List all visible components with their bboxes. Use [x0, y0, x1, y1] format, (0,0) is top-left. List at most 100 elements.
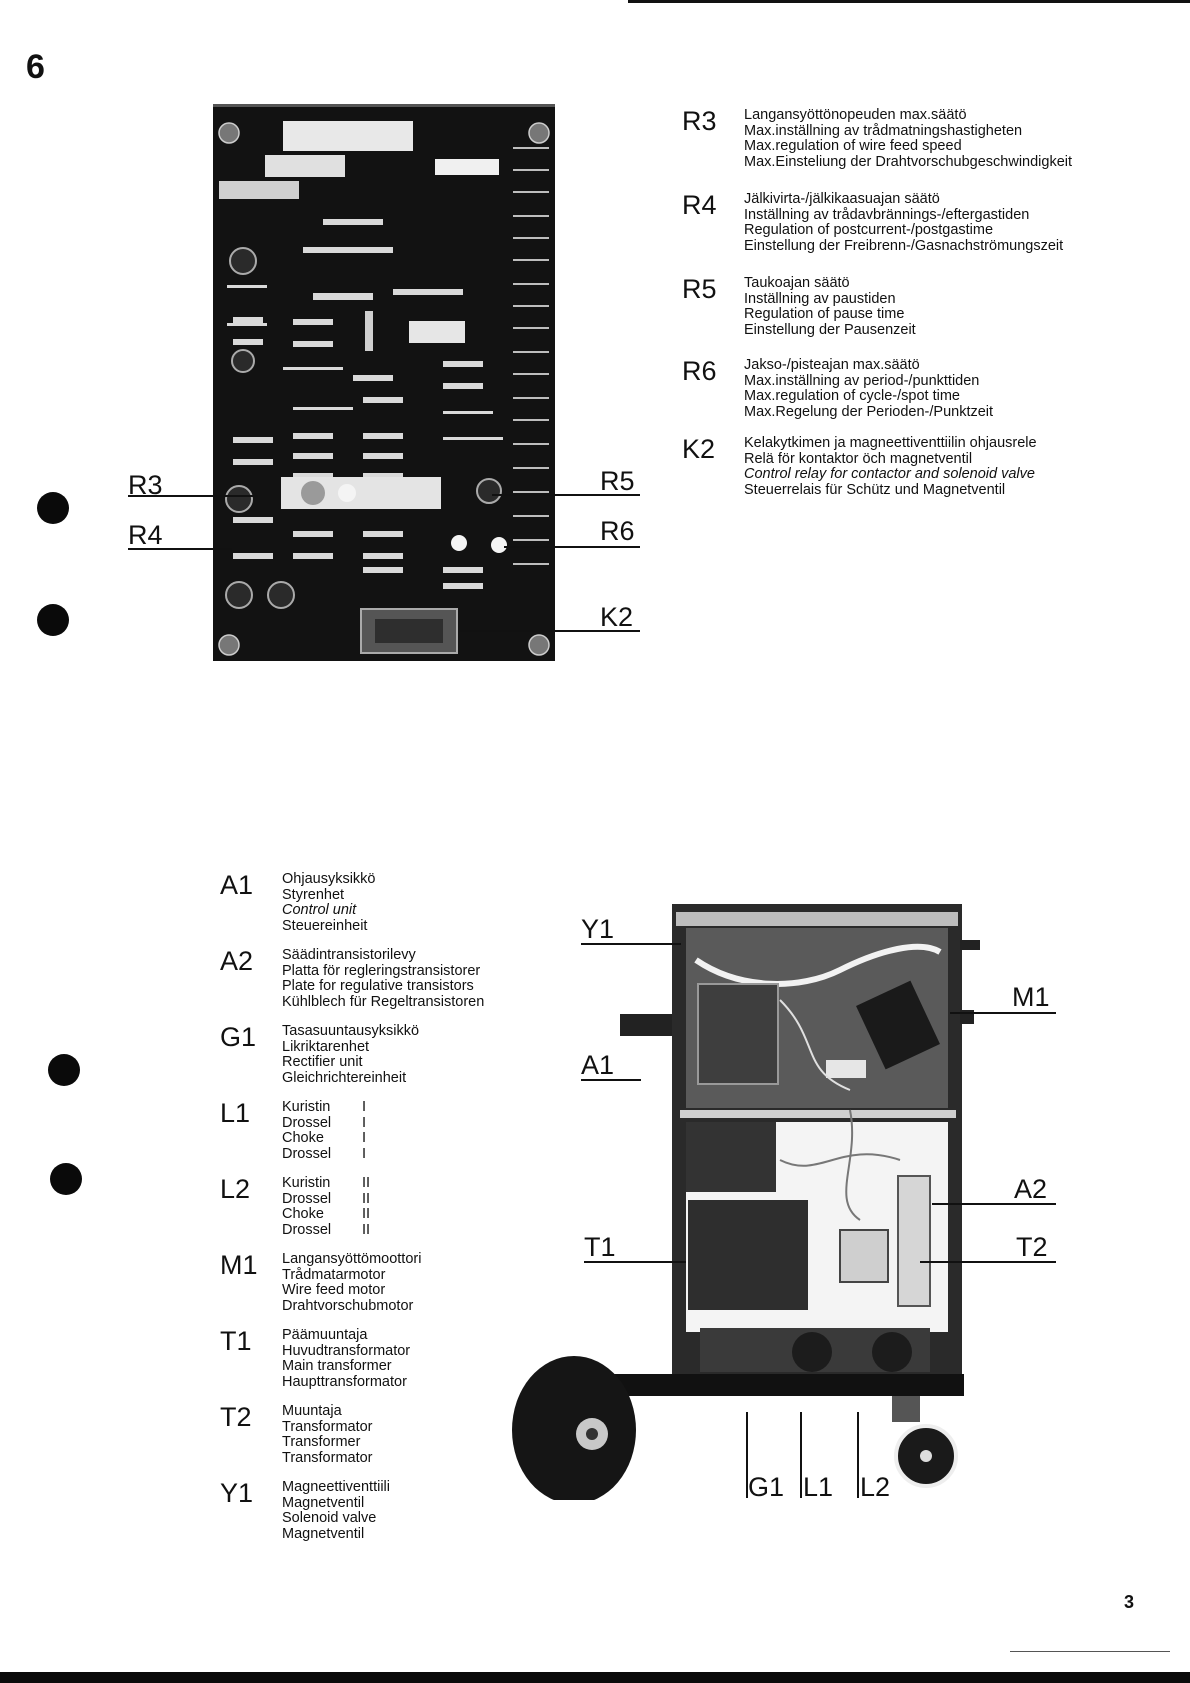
- legend-text-fi: Langansyöttönopeuden max.säätö: [744, 107, 967, 123]
- legend-text-fi: Ohjausyksikkö: [282, 871, 376, 887]
- legend-code: R4: [682, 190, 717, 220]
- legend-entry-r5: R5 Taukoajan säätö Inställning av pausti…: [682, 274, 1072, 358]
- legend-text-en: Max.regulation of cycle-/spot time: [744, 388, 960, 405]
- legend-text-fi: Taukoajan säätö: [744, 275, 850, 291]
- legend-text-en: Choke: [282, 1130, 324, 1147]
- legend-text-sv: Trådmatarmotor: [282, 1266, 386, 1283]
- legend-text-fi: Kuristin: [282, 1099, 331, 1115]
- legend-text-sv: Styrenhet: [282, 886, 345, 903]
- legend-text-fi: Jälkivirta-/jälkikaasuajan säätö: [744, 191, 940, 207]
- legend-entry-m1: M1 Langansyöttömoottori Trådmatarmotor W…: [220, 1250, 484, 1328]
- legend-text-sv: Magnetventil: [282, 1494, 365, 1511]
- legend-entry-l1: L1 Kuristin Drossel Choke Drossel I I I …: [220, 1099, 484, 1176]
- legend-text-fi: Langansyöttömoottori: [282, 1251, 422, 1267]
- legend-text-sv: Max.inställning av period-/punkttiden: [744, 372, 980, 389]
- legend-numeral: I: [362, 1145, 367, 1162]
- callout-r3: R3: [128, 470, 163, 500]
- legend-text-sv: Drossel: [282, 1114, 332, 1131]
- legend-text-de: Gleichrichtereinheit: [282, 1069, 407, 1086]
- callout-r4: R4: [128, 520, 163, 550]
- legend-text-de: Haupttransformator: [282, 1373, 407, 1390]
- legend-text-de: Max.Regelung der Perioden-/Punktzeit: [744, 403, 994, 420]
- legend-text-en: Wire feed motor: [282, 1282, 386, 1299]
- leader-line-m1: [950, 1012, 1056, 1014]
- top-rule: [628, 0, 1190, 3]
- bottom-rule: [1010, 1651, 1170, 1652]
- binder-hole: [48, 1054, 80, 1086]
- legend-text-sv: Likriktarenhet: [282, 1038, 370, 1055]
- legend-entry-r6: R6 Jakso-/pisteajan max.säätö Max.instäl…: [682, 357, 1072, 436]
- legend-text-fi: Säädintransistorilevy: [282, 947, 416, 963]
- callout-g1: G1: [748, 1472, 785, 1502]
- leader-line-t1: [584, 1261, 686, 1263]
- legend-code: T1: [220, 1326, 252, 1356]
- legend-entry-a1: A1 Ohjausyksikkö Styrenhet Control unit …: [220, 870, 484, 948]
- legend-text-sv: Platta för regleringstransistorer: [282, 962, 481, 979]
- top-legend: R3 Langansyöttönopeuden max.säätö Max.in…: [682, 107, 1073, 498]
- legend-entry-r3: R3 Langansyöttönopeuden max.säätö Max.in…: [682, 107, 1073, 192]
- page-number: 3: [1124, 1592, 1135, 1612]
- legend-code: L2: [220, 1174, 251, 1204]
- callout-a1: A1: [581, 1050, 615, 1080]
- callout-r6: R6: [600, 516, 635, 546]
- binder-hole: [37, 604, 69, 636]
- legend-code: A1: [220, 870, 254, 900]
- callout-t1: T1: [584, 1232, 616, 1262]
- callout-t2: T2: [1016, 1232, 1048, 1262]
- legend-text-fi: Kuristin: [282, 1175, 331, 1191]
- legend-code: A2: [220, 946, 254, 976]
- legend-text-sv: Inställning av paustiden: [744, 290, 896, 307]
- legend-text-en: Max.regulation of wire feed speed: [744, 138, 962, 155]
- leader-line-r6: [504, 546, 640, 548]
- leader-line-t2: [920, 1261, 1056, 1263]
- legend-text-sv: Transformator: [282, 1418, 373, 1435]
- legend-numeral: I: [362, 1099, 367, 1115]
- callout-k2: K2: [600, 602, 634, 632]
- circuit-board-photo: [213, 104, 555, 661]
- legend-text-de: Steuereinheit: [282, 917, 368, 934]
- leader-line-a1: [581, 1079, 641, 1081]
- legend-entry-r4: R4 Jälkivirta-/jälkikaasuajan säätö Inst…: [682, 190, 1072, 276]
- bottom-legend: A1 Ohjausyksikkö Styrenhet Control unit …: [220, 870, 485, 1542]
- legend-text-de: Transformator: [282, 1449, 373, 1466]
- callout-r5: R5: [600, 466, 635, 496]
- legend-text-de: Drossel: [282, 1221, 332, 1238]
- binder-hole: [37, 492, 69, 524]
- legend-text-en: Transformer: [282, 1434, 361, 1451]
- legend-entry-t1: T1 Päämuuntaja Huvudtransformator Main t…: [220, 1326, 484, 1404]
- section-number: 6: [26, 48, 45, 86]
- leader-line-y1: [581, 943, 681, 945]
- legend-numeral: II: [362, 1175, 371, 1191]
- legend-text-fi: Päämuuntaja: [282, 1327, 368, 1343]
- legend-text-en: Regulation of pause time: [744, 306, 905, 323]
- legend-text-en: Solenoid valve: [282, 1510, 377, 1527]
- legend-numeral: I: [362, 1114, 367, 1131]
- legend-code: G1: [220, 1022, 257, 1052]
- legend-text-fi: Magneettiventtiili: [282, 1479, 390, 1495]
- legend-text-de: Einstellung der Freibrenn-/Gasnachströmu…: [744, 237, 1064, 254]
- callout-y1: Y1: [581, 914, 615, 944]
- callout-m1: M1: [1012, 982, 1050, 1012]
- legend-text-de: Magnetventil: [282, 1525, 365, 1542]
- leader-line-g1: [746, 1412, 748, 1498]
- leader-line-l1: [800, 1412, 802, 1498]
- leader-line-r4: [128, 548, 232, 550]
- legend-text-fi: Muuntaja: [282, 1403, 342, 1419]
- legend-text-en: Plate for regulative transistors: [282, 978, 474, 995]
- legend-text-de: Steuerrelais für Schütz und Magnetventil: [744, 481, 1006, 498]
- legend-text-de: Max.Einsteliung der Drahtvorschubgeschwi…: [744, 153, 1073, 170]
- binder-hole: [50, 1163, 82, 1195]
- leader-line-r5: [492, 494, 640, 496]
- legend-text-de: Einstellung der Pausenzeit: [744, 321, 916, 338]
- legend-text-de: Kühlblech für Regeltransistoren: [282, 993, 485, 1010]
- leader-line-a2: [932, 1203, 1056, 1205]
- legend-text-en: Main transformer: [282, 1358, 392, 1375]
- legend-text-sv: Relä för kontaktor öch magnetventil: [744, 450, 973, 467]
- legend-text-fi: Tasasuuntausyksikkö: [282, 1023, 420, 1039]
- legend-code: K2: [682, 434, 716, 464]
- legend-text-sv: Max.inställning av trådmatningshastighet…: [744, 122, 1023, 139]
- legend-code: R5: [682, 274, 717, 304]
- circuit-board-drawing: [218, 121, 550, 656]
- legend-code: T2: [220, 1402, 252, 1432]
- legend-code: M1: [220, 1250, 258, 1280]
